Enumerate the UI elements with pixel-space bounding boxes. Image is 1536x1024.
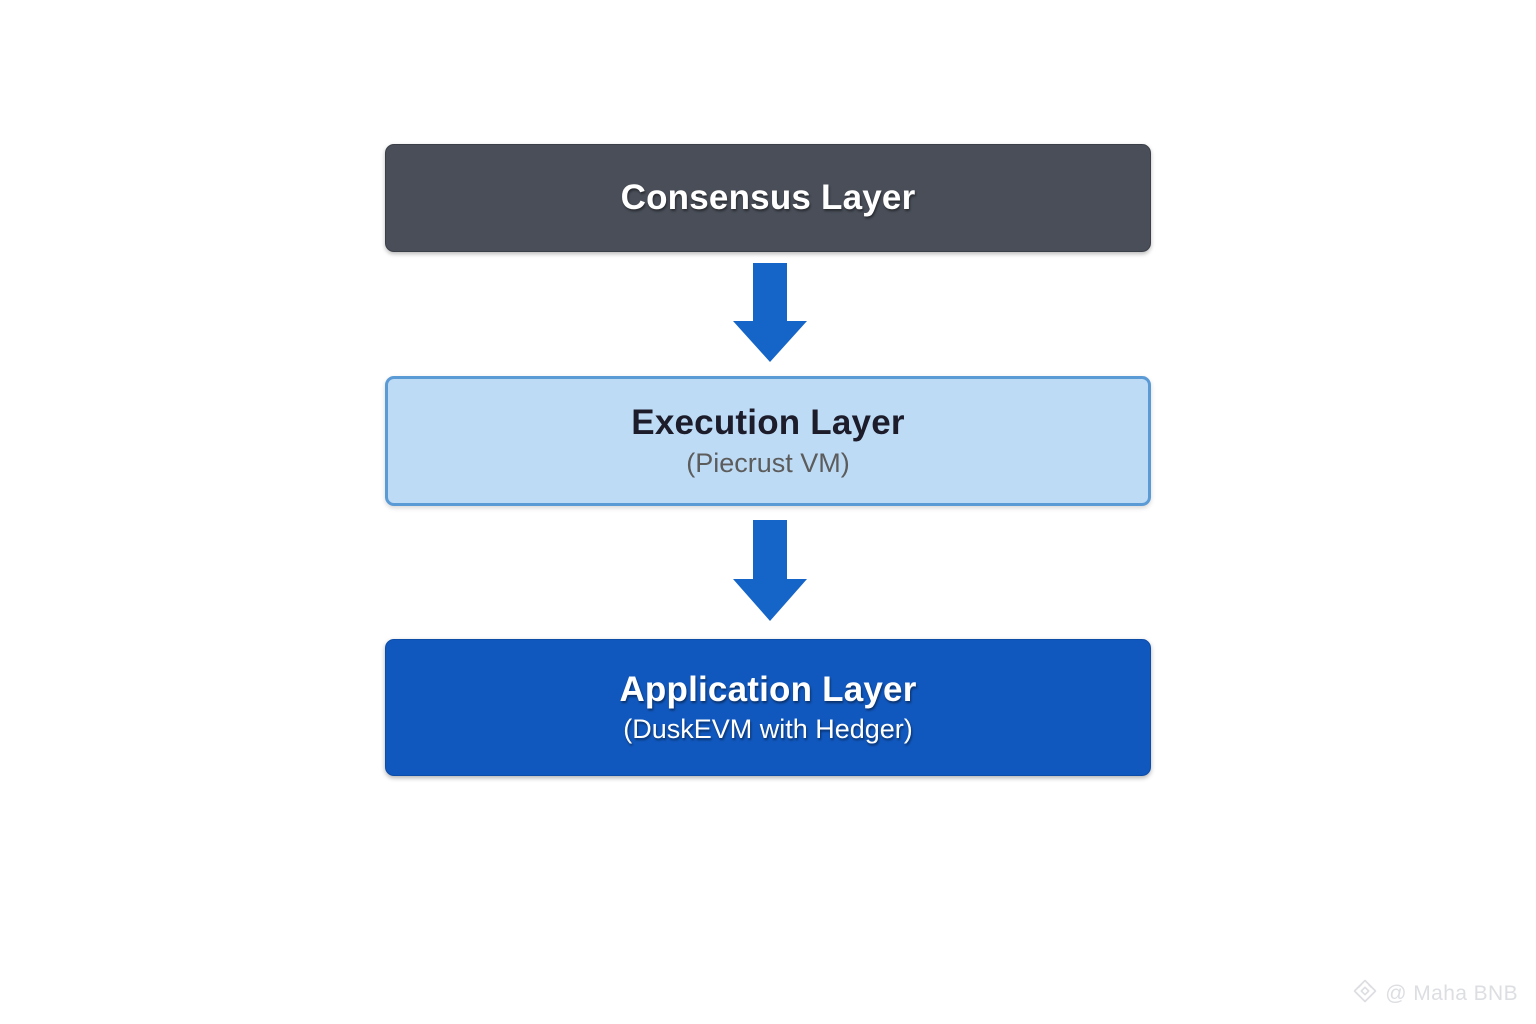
bnb-diamond-icon bbox=[1352, 978, 1378, 1010]
arrow-execution-to-application-icon bbox=[733, 520, 807, 621]
arrow-consensus-to-execution-icon bbox=[733, 263, 807, 362]
layer-box-consensus[interactable]: Consensus Layer bbox=[385, 144, 1151, 252]
layer-title-consensus: Consensus Layer bbox=[620, 178, 916, 218]
layer-subtitle-application: (DuskEVM with Hedger) bbox=[623, 714, 913, 745]
layer-subtitle-execution: (Piecrust VM) bbox=[686, 447, 850, 478]
layer-box-application[interactable]: Application Layer (DuskEVM with Hedger) bbox=[385, 639, 1151, 776]
layer-title-execution: Execution Layer bbox=[631, 403, 905, 443]
layer-box-execution[interactable]: Execution Layer (Piecrust VM) bbox=[385, 376, 1151, 506]
layer-title-application: Application Layer bbox=[619, 669, 917, 709]
watermark: @ Maha BNB bbox=[1352, 978, 1518, 1010]
watermark-text: @ Maha BNB bbox=[1385, 982, 1518, 1005]
